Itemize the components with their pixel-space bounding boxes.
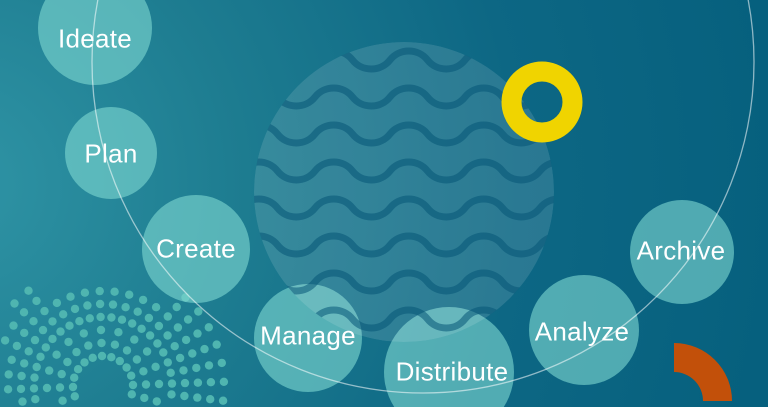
stage-label-create: Create bbox=[156, 233, 236, 264]
stage-label-manage: Manage bbox=[260, 320, 356, 351]
stage-label-analyze: Analyze bbox=[534, 316, 630, 347]
stage-circle-plan bbox=[65, 107, 157, 199]
orange-quarter-ring-icon bbox=[674, 343, 732, 401]
yellow-ring-icon bbox=[501, 61, 583, 143]
stage-circles bbox=[38, 0, 734, 407]
stage-label-distribute: Distribute bbox=[395, 356, 509, 387]
stage-circle-create bbox=[142, 195, 250, 303]
stage-label-plan: Plan bbox=[84, 138, 138, 169]
stage-circle-ideate bbox=[38, 0, 152, 85]
stage-circle-distribute bbox=[384, 307, 514, 407]
orbit-arc bbox=[91, 0, 755, 394]
dot-fan-pattern bbox=[0, 286, 229, 406]
wave-pattern-circle bbox=[254, 42, 554, 342]
stage-circle-archive bbox=[630, 200, 734, 304]
stage-circle-analyze bbox=[529, 275, 639, 385]
stage-label-ideate: Ideate bbox=[57, 23, 133, 54]
stage-label-archive: Archive bbox=[636, 235, 726, 266]
